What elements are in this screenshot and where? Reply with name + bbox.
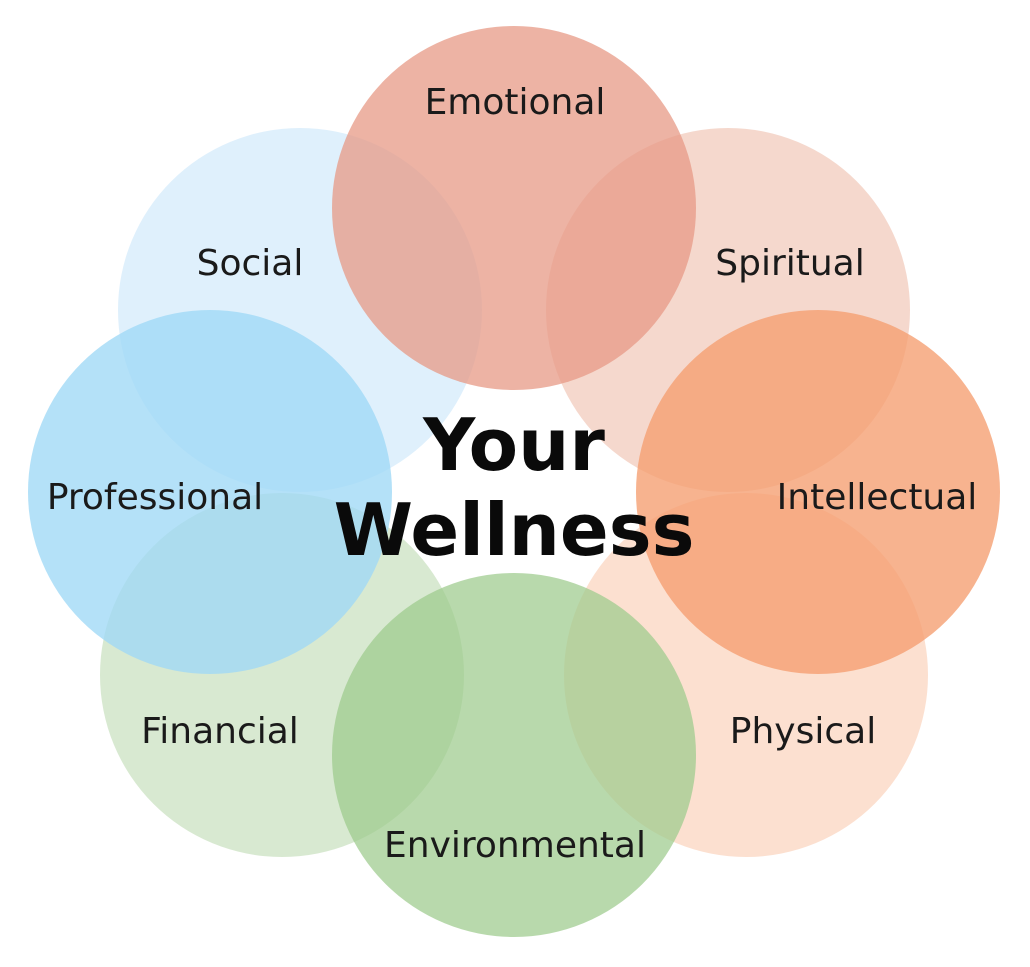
center-title: Your Wellness — [334, 403, 695, 572]
intellectual-label: Intellectual — [777, 477, 978, 518]
wellness-labels: Emotional Social Spiritual Professional … — [47, 82, 978, 866]
emotional-circle — [332, 26, 696, 390]
emotional-label: Emotional — [425, 82, 606, 123]
environmental-circle — [332, 573, 696, 937]
professional-label: Professional — [47, 477, 263, 518]
center-title-line2: Wellness — [334, 488, 695, 572]
intellectual-circle — [636, 310, 1000, 674]
spiritual-label: Spiritual — [715, 243, 865, 284]
wellness-circles — [28, 26, 1000, 937]
center-title-line1: Your — [422, 403, 605, 487]
environmental-label: Environmental — [384, 825, 646, 866]
social-label: Social — [197, 243, 304, 284]
physical-label: Physical — [730, 711, 876, 752]
professional-circle — [28, 310, 392, 674]
financial-label: Financial — [141, 711, 299, 752]
